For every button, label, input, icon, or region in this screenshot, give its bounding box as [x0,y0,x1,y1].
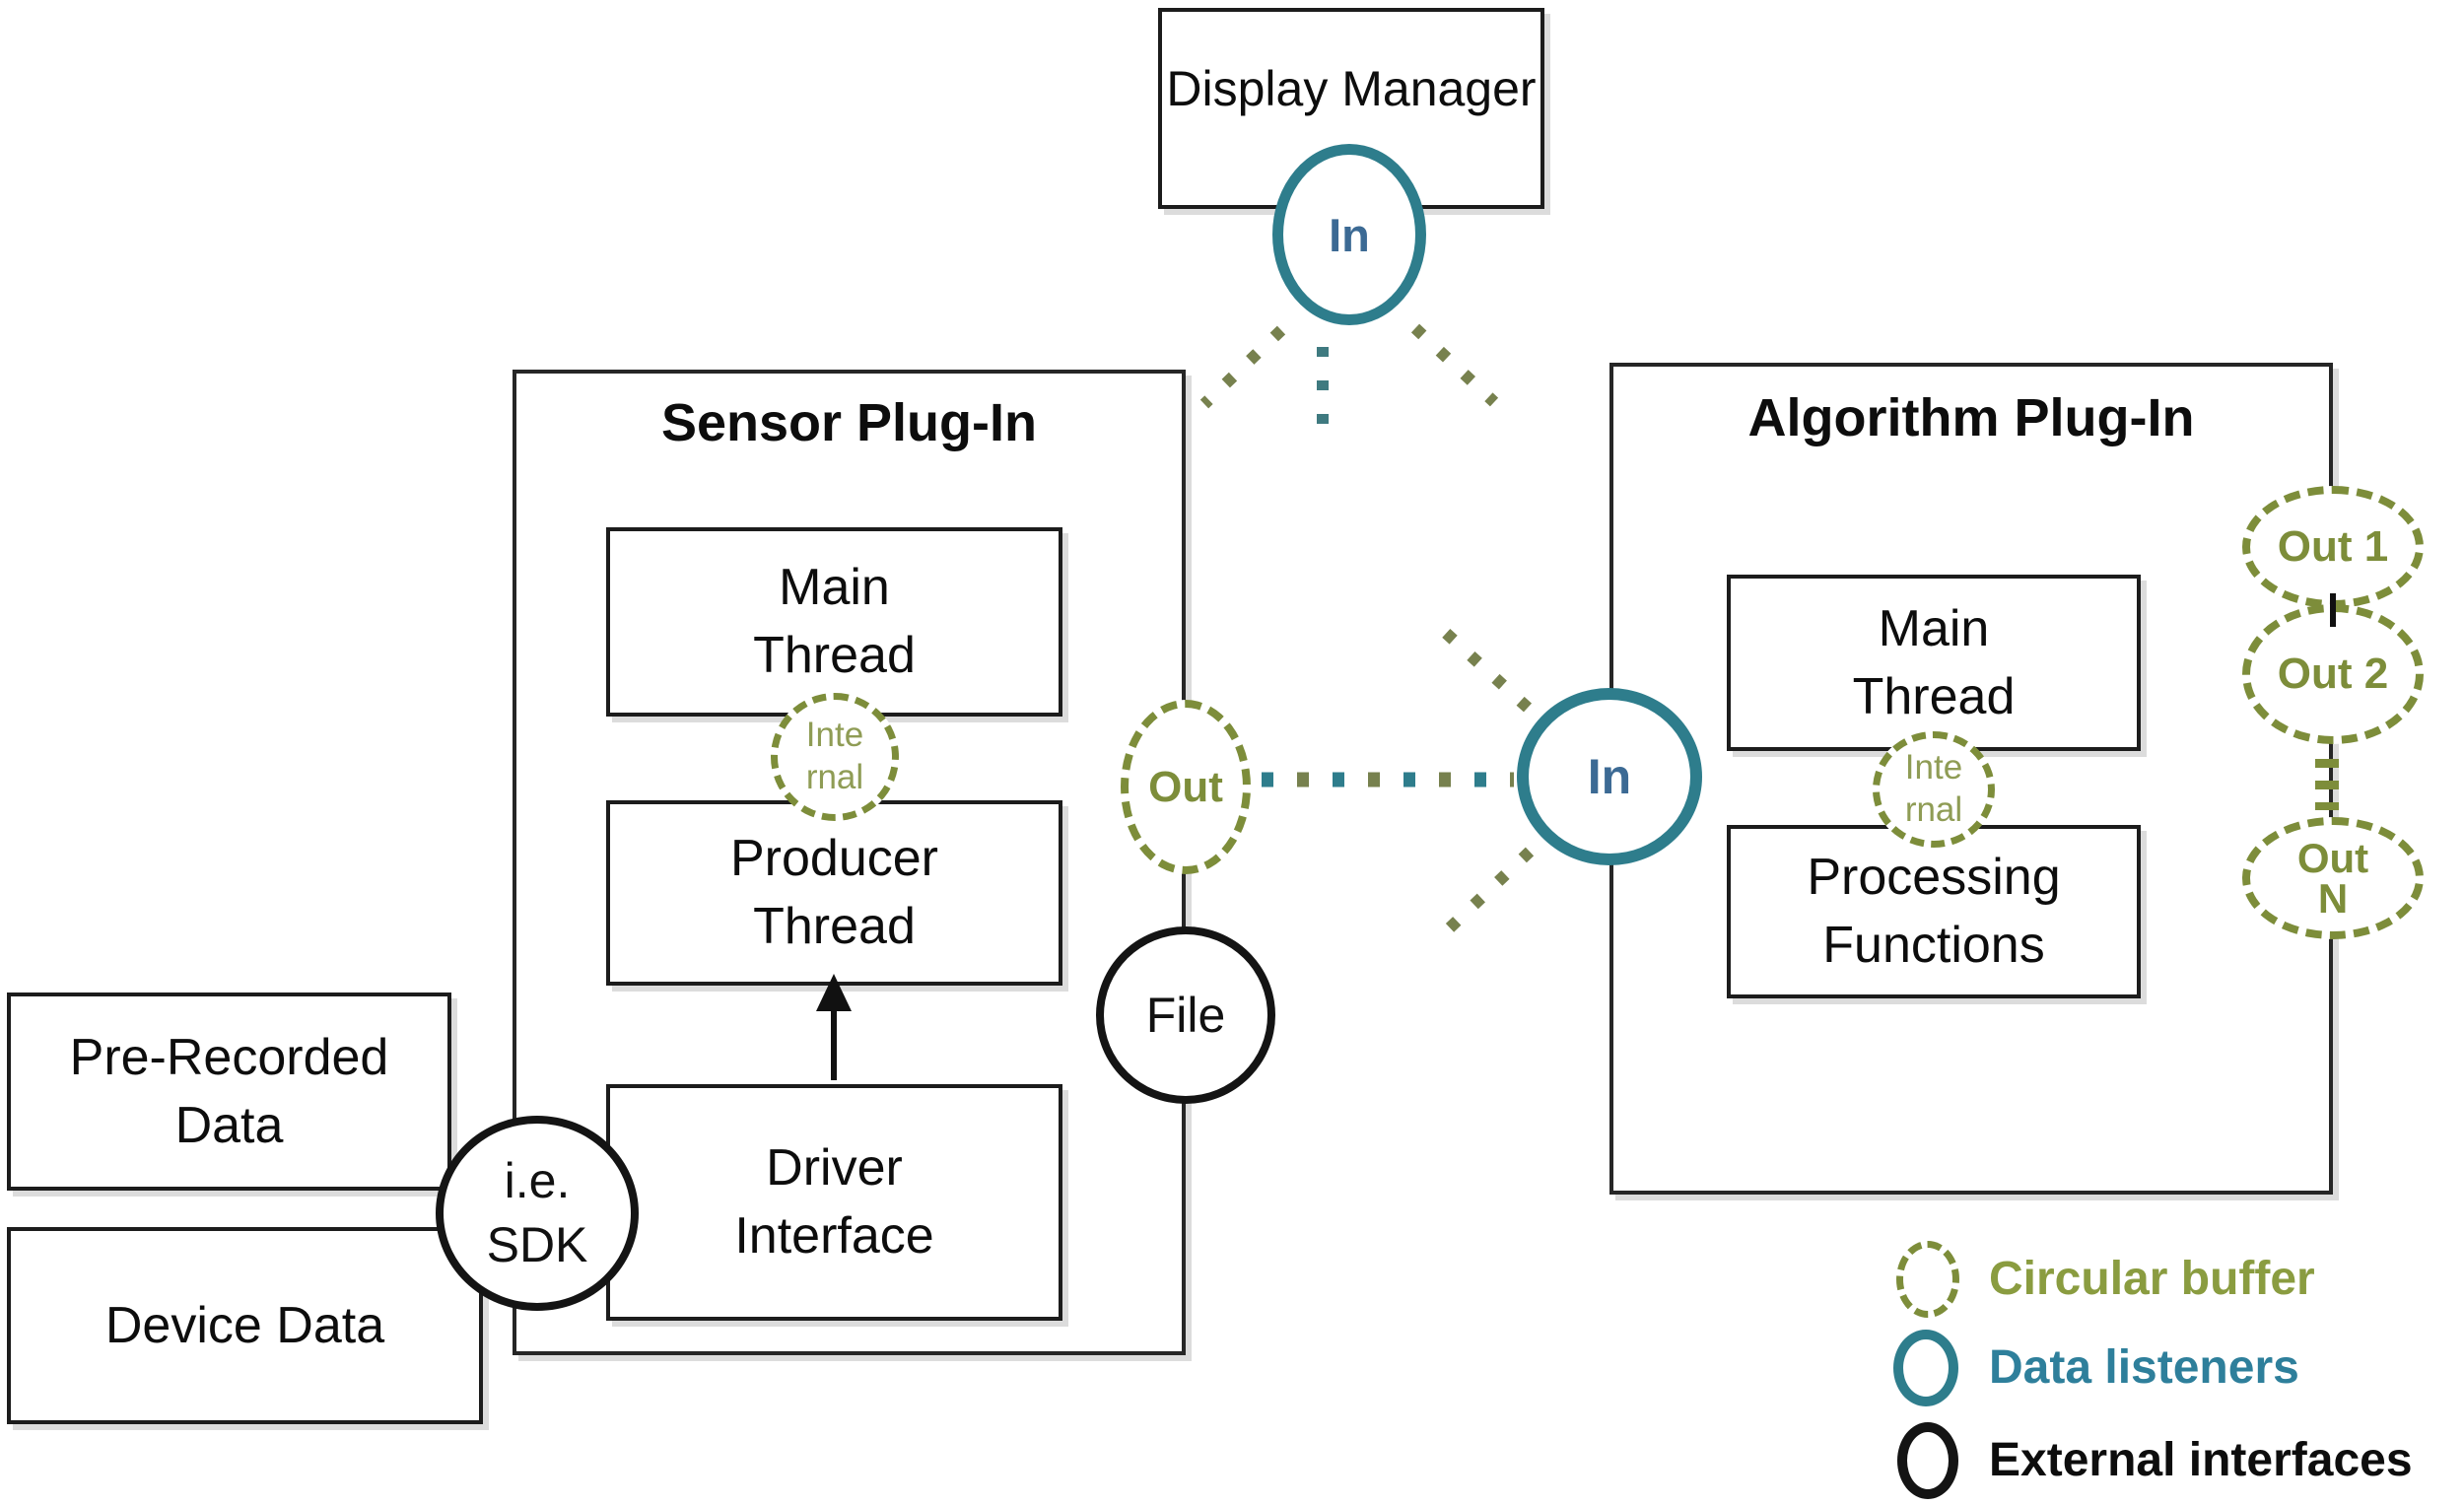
algorithm-plugin-title: Algorithm Plug-In [1747,388,2195,447]
sensor-producer-thread-label: Producer Thread [730,830,938,955]
pre-recorded-data-label: Pre-Recorded Data [69,1028,389,1154]
sensor-main-thread-label: Main Thread [753,559,916,684]
algorithm-internal-buffer-label-bottom: rnal [1904,790,1963,829]
legend-circular-buffer-icon [1896,1241,1959,1318]
sensor-main-thread-box: Main Thread [606,527,1062,717]
algorithm-out-buffer-n-circle: Out N [2242,817,2424,939]
legend-data-listeners-label: Data listeners [1989,1341,2299,1394]
algorithm-out-buffer-n-label-top: Out [2296,834,2369,881]
sensor-out-buffer-circle: Out [1121,700,1251,874]
sensor-driver-interface-box: Driver Interface [606,1084,1062,1321]
legend-circular-buffer-label: Circular buffer [1989,1253,2315,1305]
display-manager-title: Display Manager [1166,61,1537,116]
algorithm-out-buffer-1-circle: Out 1 [2242,486,2424,608]
algorithm-main-thread-label: Main Thread [1852,599,2016,725]
algorithm-processing-functions-label: Processing Functions [1807,849,2061,974]
sensor-internal-buffer-circle: Inte rnal [771,693,899,821]
driver-to-producer-arrow-head [816,974,852,1011]
sensor-driver-interface-label: Driver Interface [734,1139,934,1265]
algo-listener-ray-lower-left [1436,847,1535,941]
algorithm-out-buffer-1-label: Out 1 [2277,522,2389,572]
legend-external-interfaces-icon [1897,1422,1958,1499]
algorithm-processing-functions-box: Processing Functions [1727,825,2141,998]
sensor-internal-buffer-label-top: Inte [805,716,864,755]
file-interface-circle: File [1096,926,1275,1104]
sdk-interface-circle: i.e. SDK [436,1116,639,1311]
algorithm-out-buffer-2-label: Out 2 [2277,650,2389,699]
legend-external-interfaces-label: External interfaces [1989,1434,2413,1486]
algorithm-main-thread-box: Main Thread [1727,575,2141,751]
algorithm-internal-buffer-circle: Inte rnal [1873,731,1995,848]
algorithm-out-buffer-2-circle: Out 2 [2242,604,2424,744]
device-data-box: Device Data [7,1227,483,1424]
sensor-plugin-title: Sensor Plug-In [660,393,1038,452]
sensor-out-buffer-label: Out [1148,762,1223,811]
device-data-label: Device Data [104,1296,385,1354]
pre-recorded-data-box: Pre-Recorded Data [7,993,451,1191]
display-manager-box: Display Manager [1158,8,1544,209]
algorithm-in-label: In [1587,749,1632,804]
file-interface-label: File [1145,988,1226,1043]
algorithm-out-buffer-n-label-bottom: N [2317,875,2349,922]
display-manager-in-label: In [1329,208,1370,261]
sensor-internal-buffer-label-bottom: rnal [805,758,864,796]
legend-data-listeners-icon [1893,1330,1958,1406]
sdk-interface-label: i.e. SDK [486,1153,588,1272]
algorithm-internal-buffer-label-top: Inte [1904,748,1963,787]
algo-listener-ray-upper-left [1432,620,1533,713]
display-manager-in-listener-circle: In [1272,144,1426,325]
